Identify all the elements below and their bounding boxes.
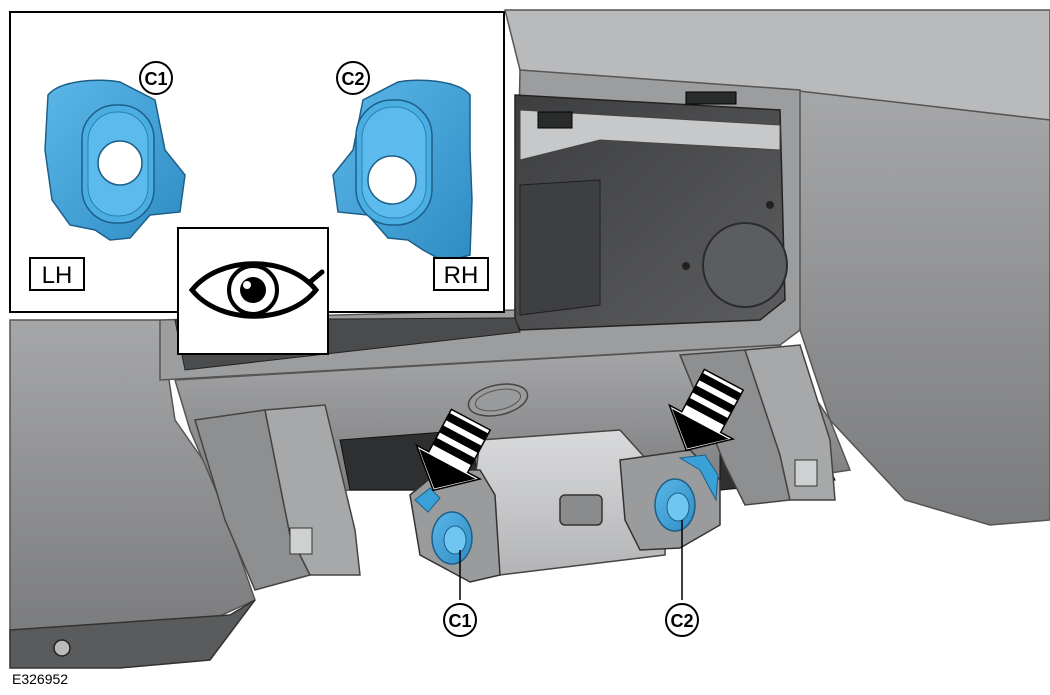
aperture-bracket: [519, 179, 601, 316]
body-right-panel: [789, 89, 1050, 526]
inset-callout-c1: C1: [139, 61, 173, 95]
inset-callout-c2: C2: [336, 61, 370, 95]
aperture-clip-right: [685, 91, 737, 105]
main-part-c1: [414, 487, 473, 565]
main-callout-c2: C2: [665, 520, 699, 637]
aperture-boss: [702, 222, 788, 308]
bottom-bolt: [53, 639, 71, 657]
side-label-lh: LH: [29, 257, 85, 291]
left-clip: [289, 527, 313, 555]
aperture-screw-1: [682, 262, 690, 270]
main-callout-c2-label: C2: [670, 611, 693, 631]
side-label-rh-text: RH: [444, 262, 479, 289]
eye-icon: [188, 261, 325, 319]
inset-callout-c2-label: C2: [341, 69, 364, 89]
striped-arrow-icon: [668, 368, 745, 452]
inset-part-rh: [332, 79, 473, 263]
side-label-lh-text: LH: [42, 262, 73, 289]
side-label-rh: RH: [433, 257, 489, 291]
aperture-screw-2: [766, 201, 774, 209]
aperture-shelf: [519, 109, 781, 161]
oval-logo: [467, 383, 529, 417]
bumper-bottom-lip: [9, 599, 256, 669]
main-callout-c1: C1: [443, 550, 477, 637]
striped-arrow-icon: [415, 408, 492, 492]
inset-part-lh: [44, 79, 186, 241]
main-callout-c1-label: C1: [448, 611, 471, 631]
right-clip: [794, 459, 818, 487]
hitch-slot: [559, 494, 603, 526]
inset-callout-c1-label: C1: [144, 69, 167, 89]
main-part-c2: [654, 454, 719, 532]
detail-inset: C1 C2 LH RH: [9, 11, 505, 313]
aperture-clip-left: [537, 111, 573, 129]
view-direction-box: [177, 227, 329, 355]
figure-id: E326952: [12, 671, 68, 687]
